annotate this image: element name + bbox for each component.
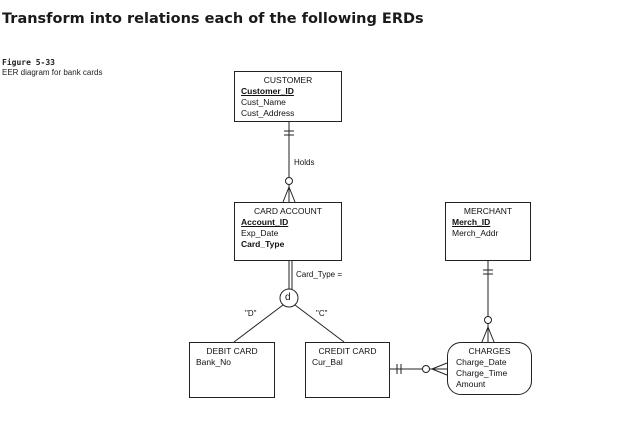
card-account-crowfoot-right (288, 186, 296, 203)
disjoint-circle (279, 288, 299, 308)
attribute-list: Merch_ID Merch_Addr (446, 217, 530, 239)
attribute-cust-name: Cust_Name (241, 97, 286, 107)
figure-caption: EER diagram for bank cards (2, 68, 103, 77)
subtype-discriminator-label: Card_Type = (296, 270, 343, 279)
entity-name: CHARGES (468, 346, 511, 356)
entity-name: CUSTOMER (263, 75, 313, 85)
attribute-customer-id: Customer_ID (241, 86, 294, 96)
attribute-list: Bank_No (190, 357, 274, 368)
charges-optional-circle-top (484, 316, 492, 324)
attribute-exp-date: Exp_Date (241, 228, 279, 238)
entity-charges: CHARGES Charge_Date Charge_Time Amount (447, 342, 532, 395)
charges-crowfoot-top-left (481, 326, 489, 343)
entity-name: MERCHANT (463, 206, 513, 216)
attribute-list: Customer_ID Cust_Name Cust_Address (235, 86, 341, 119)
attribute-list: Account_ID Exp_Date Card_Type (235, 217, 341, 250)
holds-label: Holds (294, 158, 315, 167)
charges-crowfoot-left-bottom (431, 368, 448, 376)
attribute-cust-address: Cust_Address (241, 108, 295, 118)
card-account-crowfoot-left (282, 186, 290, 203)
attribute-charge-date: Charge_Date (456, 357, 507, 367)
attribute-merch-addr: Merch_Addr (452, 228, 499, 238)
attribute-list: Cur_Bal (306, 357, 389, 368)
entity-name: DEBIT CARD (206, 346, 258, 356)
page-heading: Transform into relations each of the fol… (2, 11, 424, 27)
entity-name: CARD ACCOUNT (253, 206, 322, 216)
charges-optional-circle-left (422, 365, 430, 373)
credit-branch-line (294, 304, 345, 343)
disjoint-symbol: d (285, 292, 291, 303)
entity-card-account: CARD ACCOUNT Account_ID Exp_Date Card_Ty… (234, 202, 342, 261)
entity-name: CREDIT CARD (318, 346, 377, 356)
attribute-charge-time: Charge_Time (456, 368, 508, 378)
attribute-card-type: Card_Type (241, 239, 285, 249)
attribute-list: Charge_Date Charge_Time Amount (448, 357, 531, 390)
attribute-account-id: Account_ID (241, 217, 289, 227)
debit-subtype-value: "D" (245, 309, 257, 318)
attribute-cur-bal: Cur_Bal (312, 357, 343, 367)
entity-debit-card: DEBIT CARD Bank_No (189, 342, 275, 398)
debit-branch-line (233, 304, 284, 343)
figure-label: Figure 5-33 (2, 58, 55, 67)
card-account-optional-circle (285, 177, 293, 185)
attribute-merch-id: Merch_ID (452, 217, 491, 227)
entity-credit-card: CREDIT CARD Cur_Bal (305, 342, 390, 398)
charges-crowfoot-left-top (431, 362, 448, 370)
credit-subtype-value: "C" (316, 309, 328, 318)
entity-customer: CUSTOMER Customer_ID Cust_Name Cust_Addr… (234, 71, 342, 122)
attribute-amount: Amount (456, 379, 486, 389)
entity-merchant: MERCHANT Merch_ID Merch_Addr (445, 202, 531, 261)
charges-crowfoot-top-right (487, 326, 495, 343)
attribute-bank-no: Bank_No (196, 357, 231, 367)
